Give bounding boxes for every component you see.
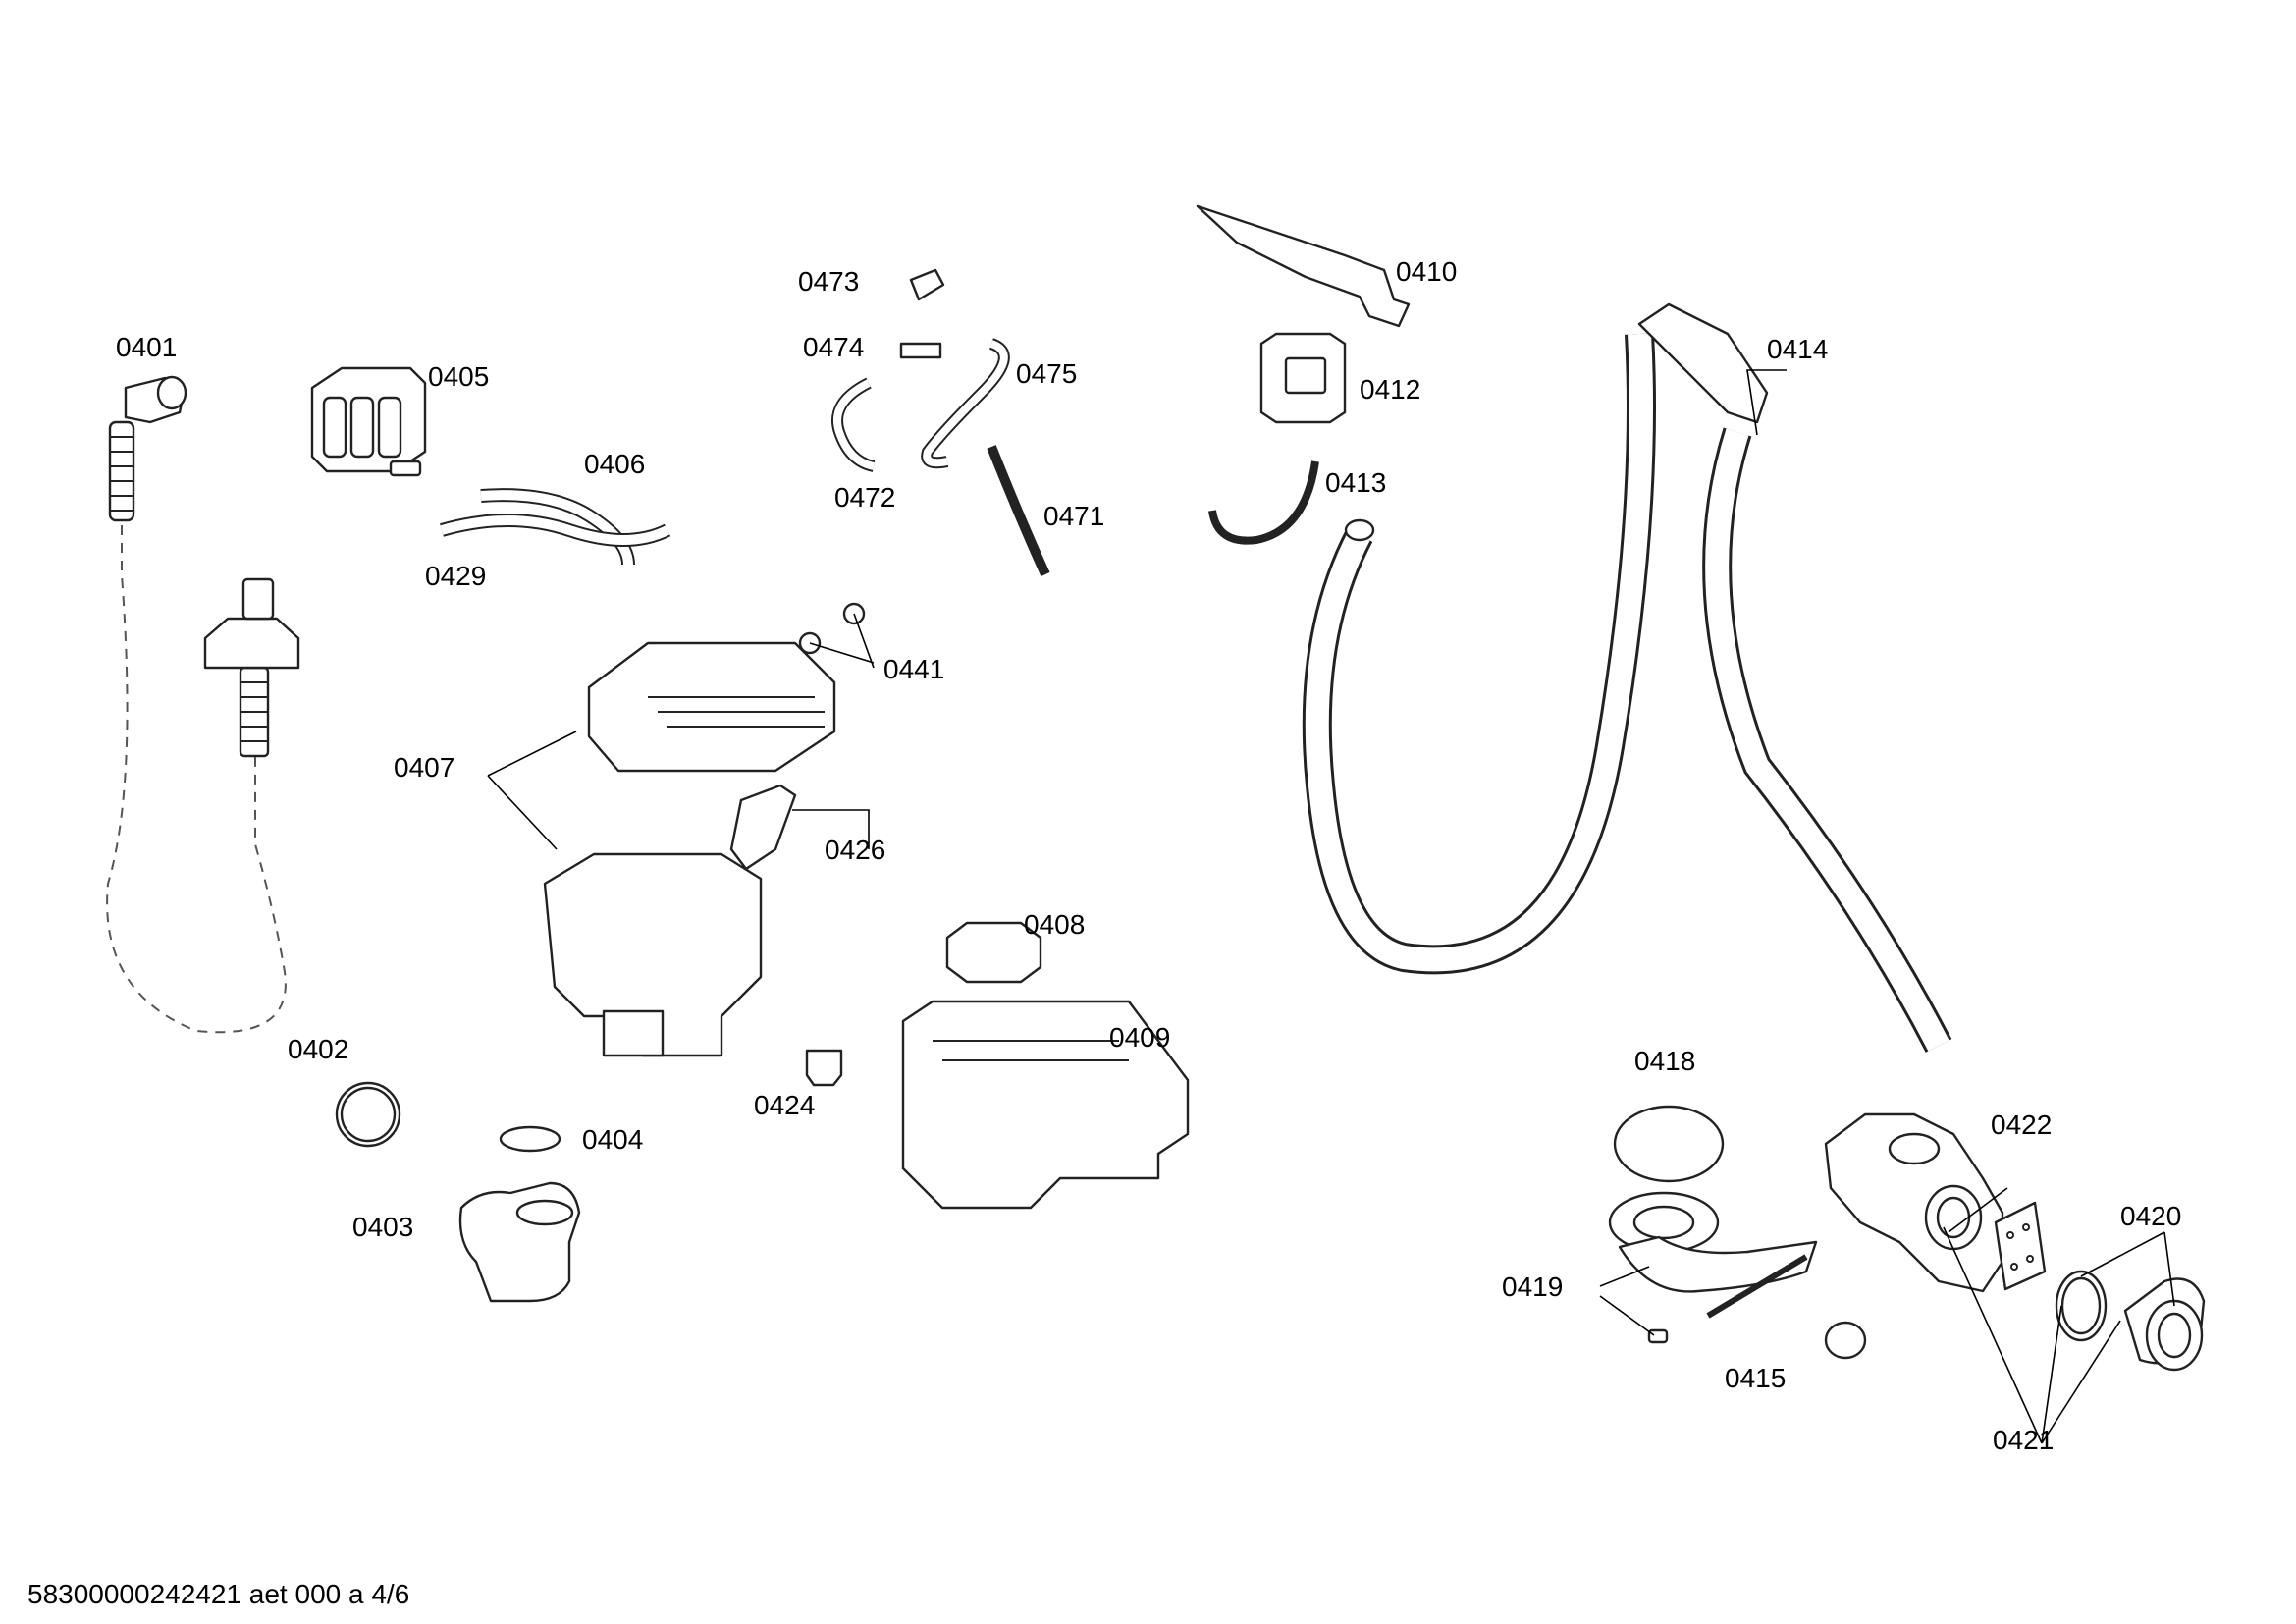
label-0407: 0407 <box>394 752 455 783</box>
part-0424-clip <box>805 1049 843 1087</box>
part-0406-hoses <box>440 488 671 566</box>
leader-lines <box>487 369 2175 1444</box>
part-0413-hose <box>1208 460 1319 545</box>
label-0402: 0402 <box>288 1034 349 1064</box>
label-0418: 0418 <box>1634 1046 1696 1076</box>
label-0410: 0410 <box>1396 256 1458 287</box>
label-0426: 0426 <box>825 835 886 865</box>
part-0402-ring <box>335 1081 401 1148</box>
part-0471-hose <box>987 445 1050 577</box>
part-0408-insert <box>945 921 1042 984</box>
part-0419-sump-hose <box>1608 1191 1818 1344</box>
part-0421-filter <box>2123 1277 2206 1372</box>
part-0420-ring <box>2055 1270 2108 1342</box>
label-0475: 0475 <box>1016 358 1078 389</box>
part-0473-clip <box>909 268 945 301</box>
part-0418-clamp <box>1613 1105 1725 1183</box>
label-0473: 0473 <box>798 266 860 297</box>
label-0424: 0424 <box>754 1090 816 1120</box>
label-0403: 0403 <box>352 1212 414 1242</box>
label-0412: 0412 <box>1360 374 1421 405</box>
label-0415: 0415 <box>1725 1363 1787 1393</box>
part-0401-inlet-hose <box>106 375 287 1034</box>
footer-document-id: 58300000242421 aet 000 a 4/6 <box>27 1579 410 1609</box>
part-0422-plate <box>1994 1201 2047 1291</box>
label-0413: 0413 <box>1325 467 1387 498</box>
label-0421: 0421 <box>1993 1425 2055 1455</box>
label-0422: 0422 <box>1991 1110 2053 1140</box>
part-0407-dispenser-housing <box>543 641 836 1057</box>
label-0404: 0404 <box>582 1124 644 1155</box>
part-0441-clamps <box>798 602 866 655</box>
part-0414-hoses <box>1302 302 1952 1053</box>
label-0419: 0419 <box>1502 1272 1564 1302</box>
part-0474-connector <box>899 342 942 359</box>
label-0409: 0409 <box>1109 1022 1171 1053</box>
label-0401: 0401 <box>116 332 178 362</box>
part-0409-drawer <box>901 1000 1190 1210</box>
label-0405: 0405 <box>428 361 490 392</box>
part-0410-bracket <box>1196 204 1411 328</box>
label-0474: 0474 <box>803 332 865 362</box>
label-0429: 0429 <box>425 561 487 591</box>
part-0403-elbow <box>458 1181 581 1303</box>
label-0420: 0420 <box>2120 1201 2182 1231</box>
part-0404-clamp <box>499 1125 561 1153</box>
label-0408: 0408 <box>1024 909 1086 940</box>
label-0414: 0414 <box>1767 334 1829 364</box>
part-0412-pressure-switch <box>1259 332 1347 424</box>
label-0441: 0441 <box>883 654 945 684</box>
part-0426-seal <box>729 784 797 871</box>
part-0475-hose <box>921 338 1010 469</box>
part-drain-pump <box>1824 1112 2004 1293</box>
part-0401-inlet-connector <box>203 577 300 758</box>
part-0415-clamp <box>1824 1321 1867 1360</box>
part-0405-solenoid-valve <box>310 366 427 477</box>
label-0471: 0471 <box>1043 501 1105 531</box>
label-0406: 0406 <box>584 449 646 479</box>
part-0472-hose <box>831 377 876 472</box>
label-0472: 0472 <box>834 482 896 513</box>
